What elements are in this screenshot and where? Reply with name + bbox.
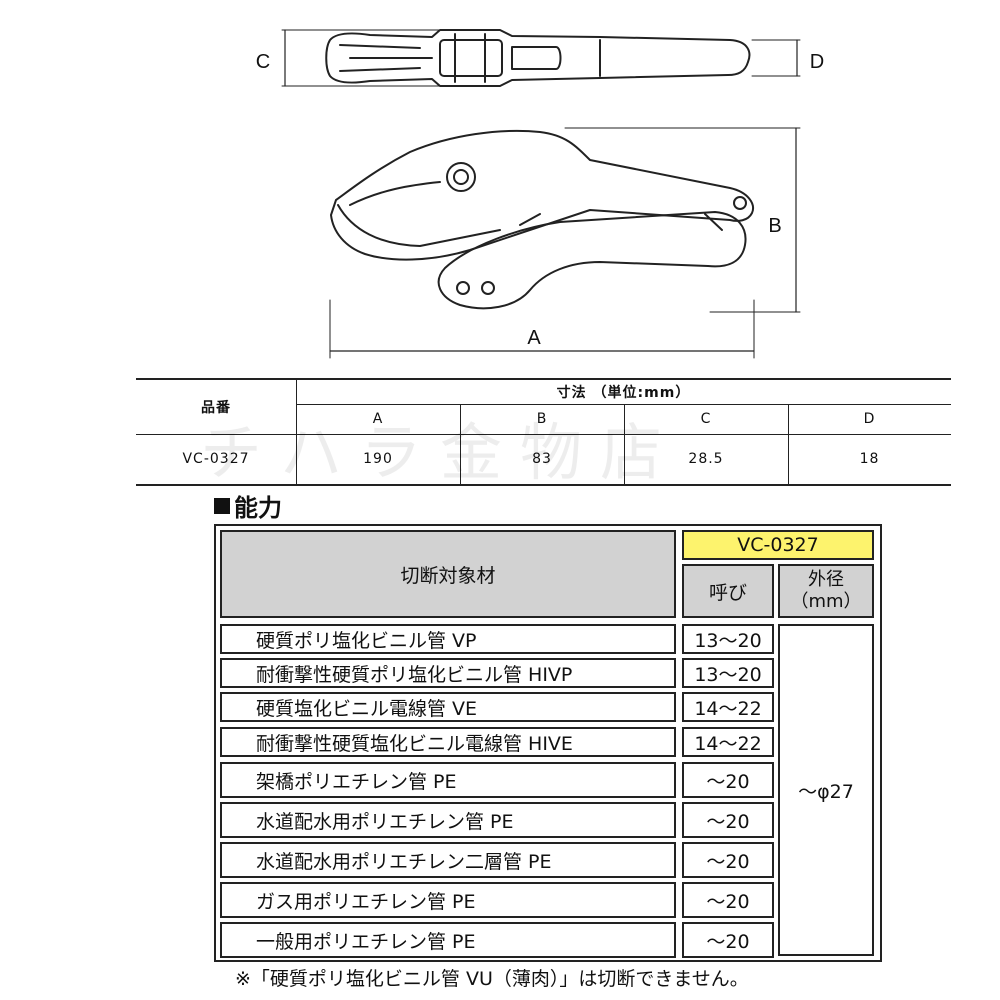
- watermark: チハラ金物店: [200, 416, 681, 489]
- nominal-size-cell: ～20: [682, 842, 774, 878]
- value-d-cell: 18: [859, 451, 880, 467]
- material-row-name: ガス用ポリエチレン管 PE: [220, 882, 676, 918]
- nominal-size-cell: ～20: [682, 922, 774, 958]
- dimension-label-a: A: [527, 327, 541, 349]
- nominal-size-cell: 13～20: [682, 658, 774, 688]
- capability-title-text: 能力: [234, 494, 282, 522]
- outer-diameter-header: 外径 （mm）: [778, 564, 874, 618]
- square-bullet-icon: [214, 497, 230, 514]
- material-row-name: 一般用ポリエチレン管 PE: [220, 922, 676, 958]
- dimensions-header: 寸法 （単位:mm）: [556, 385, 691, 401]
- outer-diameter-header-line2: （mm）: [790, 591, 862, 612]
- top-view-drawing: [281, 29, 801, 87]
- material-row-name: 架橋ポリエチレン管 PE: [220, 762, 676, 798]
- outer-diameter-cell: ～φ27: [778, 624, 874, 956]
- material-header: 切断対象材: [220, 530, 676, 618]
- nominal-size-cell: ～20: [682, 882, 774, 918]
- value-c-cell: 28.5: [688, 451, 724, 467]
- material-row-name: 硬質塩化ビニル電線管 VE: [220, 692, 676, 722]
- nominal-size-cell: 13～20: [682, 624, 774, 654]
- nominal-header: 呼び: [682, 564, 774, 618]
- dimension-label-b: B: [768, 215, 781, 237]
- material-row-name: 硬質ポリ塩化ビニル管 VP: [220, 624, 676, 654]
- material-row-name: 水道配水用ポリエチレン管 PE: [220, 802, 676, 838]
- column-a-header: A: [372, 411, 384, 427]
- material-row-name: 耐衝撃性硬質塩化ビニル電線管 HIVE: [220, 727, 676, 757]
- side-view-drawing: [329, 127, 801, 359]
- dimension-label-d: D: [810, 51, 824, 73]
- dimension-table: 品番 寸法 （単位:mm） A B C D VC-0327 190 83 28.…: [136, 378, 951, 486]
- nominal-size-cell: ～20: [682, 762, 774, 798]
- value-a-cell: 190: [363, 451, 393, 467]
- dimension-label-c: C: [256, 51, 270, 73]
- nominal-size-cell: 14～22: [682, 727, 774, 757]
- footnote: ※「硬質ポリ塩化ビニル管 VU（薄肉）」は切断できません。: [235, 968, 749, 990]
- product-number-cell: VC-0327: [182, 451, 250, 467]
- tool-diagram: C D B A: [256, 29, 824, 359]
- value-b-cell: 83: [532, 451, 552, 467]
- column-b-header: B: [536, 411, 548, 427]
- nominal-size-cell: 14～22: [682, 692, 774, 722]
- nominal-size-cell: ～20: [682, 802, 774, 838]
- column-c-header: C: [700, 411, 712, 427]
- product-number-header: 品番: [201, 400, 231, 416]
- material-row-name: 水道配水用ポリエチレン二層管 PE: [220, 842, 676, 878]
- capability-title: 能力: [214, 488, 282, 523]
- material-row-name: 耐衝撃性硬質ポリ塩化ビニル管 HIVP: [220, 658, 676, 688]
- outer-diameter-header-line1: 外径: [808, 569, 844, 590]
- column-d-header: D: [863, 411, 876, 427]
- model-header: VC-0327: [682, 530, 874, 560]
- capability-table: [214, 524, 882, 962]
